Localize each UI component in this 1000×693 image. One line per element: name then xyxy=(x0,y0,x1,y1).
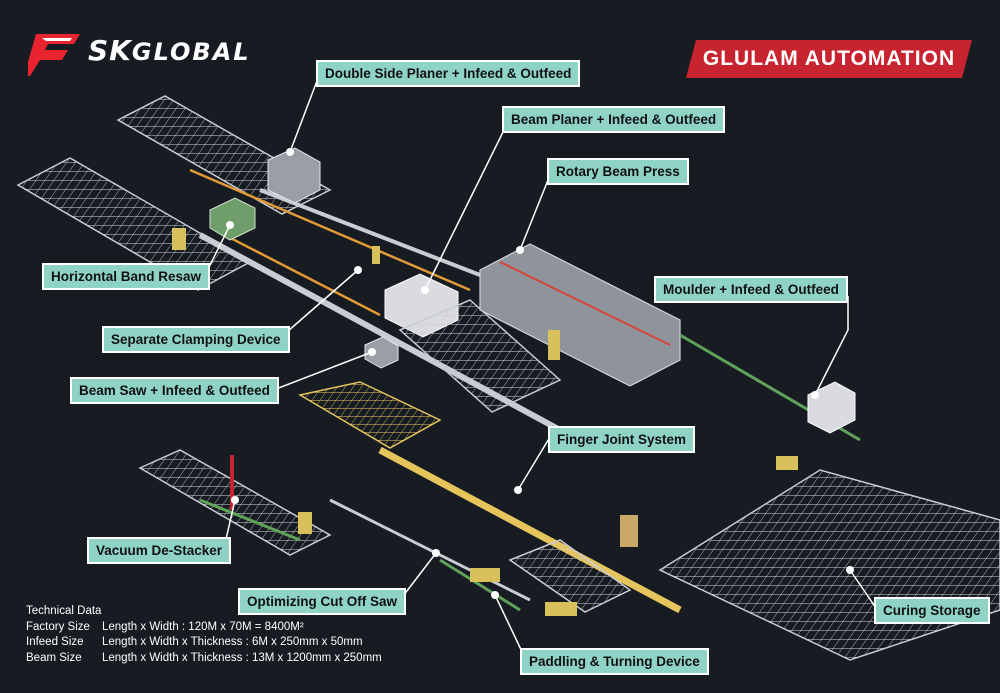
beam-saw-machine xyxy=(364,336,399,369)
yellow-panel-1 xyxy=(172,228,186,250)
technical-row: Infeed Size Length x Width x Thickness :… xyxy=(26,635,382,651)
conveyor-line-main-orange xyxy=(214,228,381,317)
leader-lines xyxy=(204,72,877,659)
label-rotary-beam-press: Rotary Beam Press xyxy=(547,158,689,185)
leader-rotary-beam-press xyxy=(519,179,549,251)
label-separate-clamping-device: Separate Clamping Device xyxy=(102,326,290,353)
title-banner: GLULAM AUTOMATION xyxy=(686,40,972,78)
label-moulder: Moulder + Infeed & Outfeed xyxy=(654,276,848,303)
leader-beam-saw xyxy=(275,351,373,390)
label-paddling-turning-device: Paddling & Turning Device xyxy=(520,648,709,675)
technical-value: Length x Width x Thickness : 6M x 250mm … xyxy=(102,636,363,648)
technical-row: Beam Size Length x Width x Thickness : 1… xyxy=(26,651,382,667)
cut-off-saw-line xyxy=(329,498,531,602)
leader-dots xyxy=(226,148,854,599)
paddling-frame xyxy=(508,539,632,613)
double-side-planer-machine xyxy=(267,147,321,204)
moulder-machine xyxy=(807,381,856,434)
label-beam-saw: Beam Saw + Infeed & Outfeed xyxy=(70,377,279,404)
leader-beam-planer xyxy=(424,127,506,291)
label-beam-planer: Beam Planer + Infeed & Outfeed xyxy=(502,106,726,133)
label-curing-storage: Curing Storage xyxy=(874,597,990,624)
curing-storage-frame xyxy=(658,469,1000,661)
sk-global-logo-icon xyxy=(28,34,80,76)
yellow-panel-4 xyxy=(298,512,312,534)
finger-joint-line xyxy=(378,446,682,614)
label-finger-joint-system: Finger Joint System xyxy=(548,426,696,453)
technical-data-heading: Technical Data xyxy=(26,605,102,617)
yellow-panel-2 xyxy=(372,246,380,264)
leader-finger-joint xyxy=(517,436,551,491)
beam-saw-frame xyxy=(398,299,562,413)
press-red-strip xyxy=(499,261,671,346)
technical-key: Infeed Size xyxy=(26,636,84,648)
conveyor-line-upper xyxy=(189,168,471,292)
yellow-panel-5 xyxy=(470,568,500,582)
rotary-beam-press-machine xyxy=(479,243,681,387)
de-stacker-green xyxy=(199,498,301,542)
label-optimizing-cut-off-saw: Optimizing Cut Off Saw xyxy=(238,588,406,615)
technical-value: Length x Width : 120M x 70M = 8400M² xyxy=(102,620,304,633)
finger-joint-frame xyxy=(297,381,442,449)
leader-double-side-planer xyxy=(289,72,321,153)
yellow-panel-3 xyxy=(548,330,560,360)
label-double-side-planer: Double Side Planer + Infeed & Outfeed xyxy=(316,60,581,87)
band-resaw-machine xyxy=(209,197,256,241)
leader-cut-off-saw xyxy=(399,552,437,601)
label-vacuum-de-stacker: Vacuum De-Stacker xyxy=(87,537,232,564)
conveyor-line-upper-2 xyxy=(259,188,481,277)
technical-row: Factory Size Length x Width : 120M x 70M… xyxy=(26,620,382,636)
logo-sk: SK xyxy=(88,34,132,67)
leader-paddling xyxy=(494,594,526,659)
technical-key: Factory Size xyxy=(26,620,90,633)
technical-key: Beam Size xyxy=(26,651,82,664)
de-stacker-red-frame xyxy=(230,455,234,510)
leader-moulder xyxy=(814,296,849,396)
yellow-stack xyxy=(620,515,638,547)
logo-global: GLOBAL xyxy=(131,38,251,66)
leader-separate-clamping xyxy=(279,269,359,339)
logo-wordmark: SKGLOBAL xyxy=(88,34,251,67)
yellow-panel-7 xyxy=(776,456,798,470)
leader-curing-storage xyxy=(849,569,877,609)
green-line-lower xyxy=(439,558,521,612)
yellow-panel-6 xyxy=(545,602,577,616)
technical-data: Technical Data Factory Size Length x Wid… xyxy=(26,604,382,666)
technical-value: Length x Width x Thickness : 13M x 1200m… xyxy=(102,651,382,664)
label-horizontal-band-resaw: Horizontal Band Resaw xyxy=(42,263,211,290)
